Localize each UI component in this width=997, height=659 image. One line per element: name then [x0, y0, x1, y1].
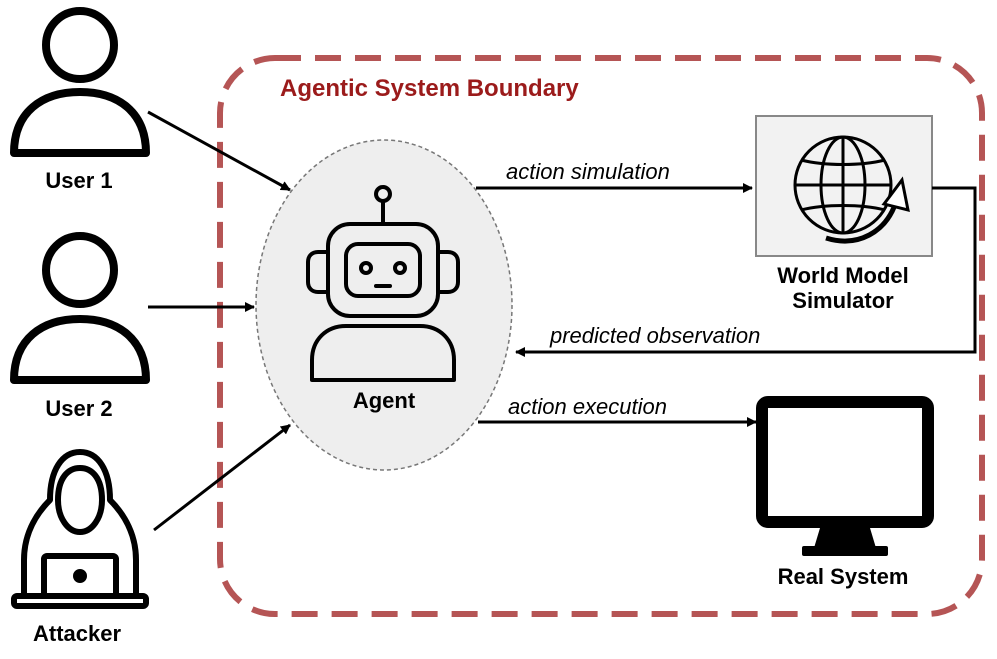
arrows: [147, 110, 977, 532]
monitor-icon: [756, 396, 934, 556]
action-simulation-label: action simulation: [506, 159, 670, 184]
world-model-label-line1: World Model: [777, 263, 909, 288]
user2-person-icon: [10, 232, 150, 384]
real-system-label: Real System: [777, 564, 909, 589]
action-execution-label: action execution: [508, 394, 667, 419]
predicted-observation-arrow: [515, 186, 977, 357]
globe-arrow-icon: [793, 135, 910, 244]
user1-label: User 1: [45, 168, 113, 193]
user1-to-agent-arrow: [147, 110, 291, 192]
user1-person-icon: [10, 7, 150, 157]
attacker-to-agent-arrow: [153, 423, 291, 532]
system-boundary: [217, 55, 985, 617]
agent-label: Agent: [352, 388, 416, 413]
attacker-label: Attacker: [32, 621, 122, 646]
attacker-hacker-icon: [11, 449, 149, 609]
agent-halo: [255, 139, 513, 471]
predicted-observation-label: predicted observation: [550, 323, 761, 348]
boundary-title: Agentic System Boundary: [280, 75, 579, 102]
world-model-label-line2: Simulator: [792, 288, 894, 314]
user2-label: User 2: [45, 396, 113, 421]
robot-icon: [306, 185, 460, 382]
world-model-label: World Model Simulator: [777, 263, 909, 314]
